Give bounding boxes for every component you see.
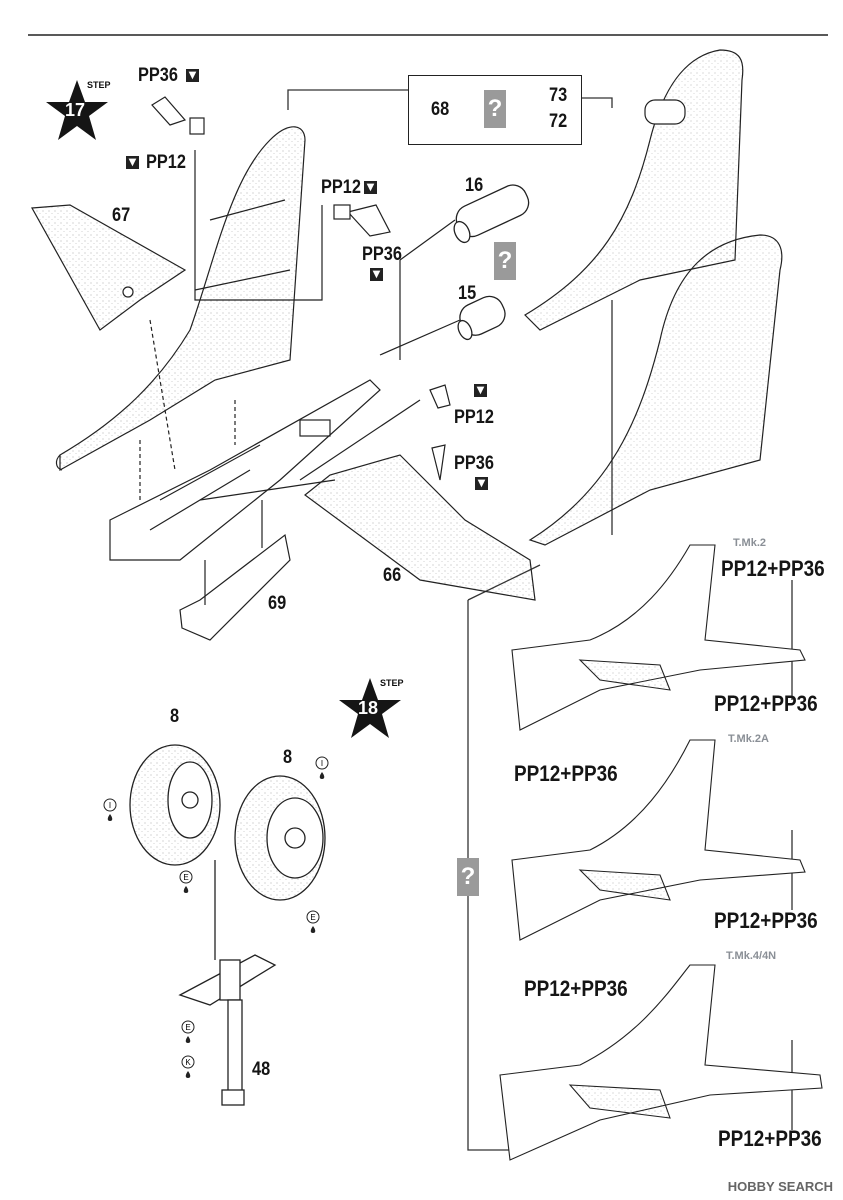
question-mark-box-icon: ?: [494, 242, 516, 280]
part-15-label: 15: [458, 283, 477, 304]
variant-view-tmk2: [511, 544, 806, 731]
paint-code: K: [185, 1058, 191, 1067]
part-8-label: 8: [283, 747, 293, 768]
wheel-8-left: [129, 744, 221, 866]
step-number: 18: [358, 698, 379, 718]
variant-color-bottom: PP12+PP36: [714, 908, 818, 933]
paint-bucket-icon: ▼: [186, 69, 199, 82]
paint-pp36-label: PP36: [454, 453, 494, 474]
paint-code: E: [185, 1023, 190, 1032]
star-badge-icon: [46, 80, 108, 140]
part-8-label: 8: [170, 706, 180, 727]
part-72-label: 72: [549, 111, 568, 132]
step-number: 17: [65, 100, 86, 120]
landing-gear-48: [178, 860, 277, 1106]
paint-pp12-label: PP12: [454, 407, 494, 428]
step-18-badge: STEP 18: [338, 676, 404, 740]
paint-code: E: [310, 913, 315, 922]
variant-name: T.Mk.4/4N: [726, 950, 777, 962]
wheel-8-right: [234, 775, 326, 901]
tail-fin-right-1: [524, 49, 744, 331]
paint-bucket-icon: ▼: [364, 181, 377, 194]
star-badge-icon: [339, 678, 401, 738]
variant-color-top: PP12+PP36: [524, 976, 628, 1001]
part-48-label: 48: [252, 1059, 271, 1080]
grease-drop-icon: E: [178, 870, 194, 894]
antenna-parts: [151, 96, 451, 481]
paint-pp12-label: PP12: [321, 177, 361, 198]
part-67-tailplane: [31, 204, 187, 331]
grease-drop-icon: E: [180, 1020, 196, 1044]
callout-box: 68 ? 73 72: [408, 75, 582, 145]
assembly-arrows: [139, 150, 461, 605]
tail-fin-right-2: [528, 234, 783, 546]
part-16-fairing: [453, 184, 530, 244]
question-mark-box-icon: ?: [484, 90, 506, 128]
variant-view-tmk2a: [511, 739, 806, 941]
part-66-label: 66: [383, 565, 402, 586]
variant-view-tmk4: [499, 964, 823, 1161]
paint-code: I: [321, 759, 323, 768]
question-mark-box-icon: ?: [457, 858, 479, 896]
paint-bucket-icon: ▼: [475, 477, 488, 490]
part-73-label: 73: [549, 85, 568, 106]
part-15-fairing: [457, 295, 506, 341]
variant-color-bottom: PP12+PP36: [718, 1126, 822, 1151]
grease-drop-icon: K: [180, 1055, 196, 1079]
tail-fin-left: [55, 126, 306, 472]
step-17-badge: STEP 17: [45, 78, 111, 142]
grease-drop-icon: I: [102, 798, 118, 822]
step-word: STEP: [87, 80, 111, 90]
paint-pp12-label: PP12: [146, 152, 186, 173]
part-69-strake: [179, 533, 291, 641]
variant-color-top: PP12+PP36: [514, 761, 618, 786]
fuselage-section: [109, 379, 381, 561]
variant-name: T.Mk.2: [733, 537, 767, 549]
part-66-wing: [304, 454, 536, 601]
paint-pp36-label: PP36: [138, 65, 178, 86]
paint-bucket-icon: ▼: [370, 268, 383, 281]
paint-code: I: [109, 801, 111, 810]
paint-code: E: [183, 873, 188, 882]
paint-bucket-icon: ▼: [474, 384, 487, 397]
part-67-label: 67: [112, 205, 131, 226]
paint-pp36-label: PP36: [362, 244, 402, 265]
variant-color-top: PP12+PP36: [721, 556, 825, 581]
watermark: HOBBY SEARCH: [727, 1179, 833, 1194]
part-69-label: 69: [268, 593, 287, 614]
part-68-label: 68: [431, 99, 450, 120]
grease-drop-icon: I: [314, 756, 330, 780]
grease-drop-icon: E: [305, 910, 321, 934]
variant-name: T.Mk.2A: [728, 733, 769, 745]
part-16-label: 16: [465, 175, 484, 196]
step-word: STEP: [380, 678, 404, 688]
variant-color-bottom: PP12+PP36: [714, 691, 818, 716]
paint-bucket-icon: ▼: [126, 156, 139, 169]
